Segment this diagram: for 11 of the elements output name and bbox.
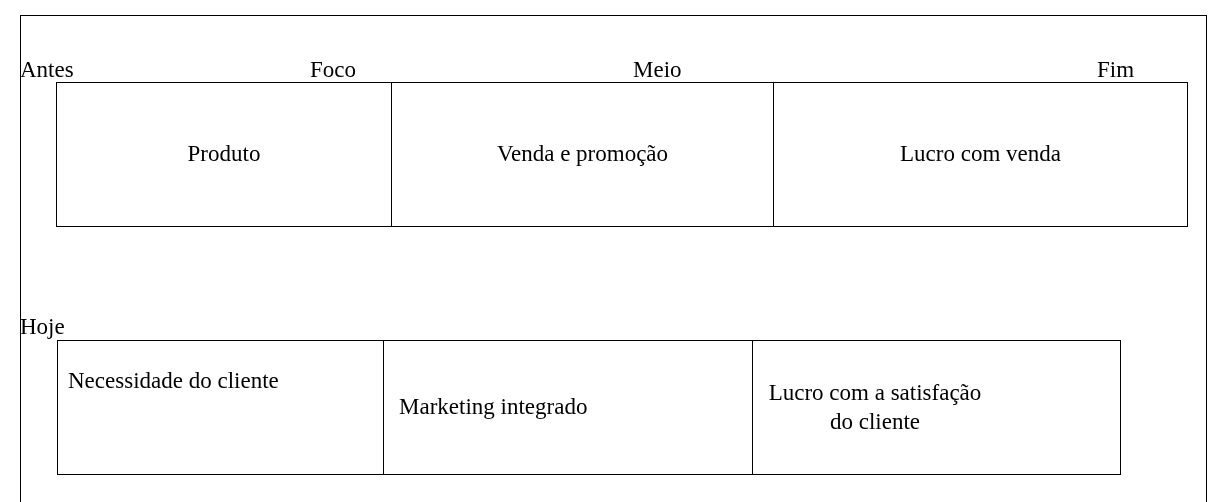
column-heading: Antes — [20, 58, 74, 81]
column-heading: Foco — [310, 58, 356, 81]
text-box: Produto — [56, 82, 392, 227]
column-heading: Meio — [633, 58, 682, 81]
text-box: Necessidade do cliente — [57, 340, 384, 475]
text-box: Venda e promoção — [391, 82, 774, 227]
column-heading: Fim — [1097, 58, 1135, 81]
column-heading: Hoje — [20, 315, 65, 338]
text-box: Lucro com venda — [773, 82, 1188, 227]
text-box: Lucro com a satisfação do cliente — [752, 340, 1121, 475]
text-box: Marketing integrado — [383, 340, 753, 475]
